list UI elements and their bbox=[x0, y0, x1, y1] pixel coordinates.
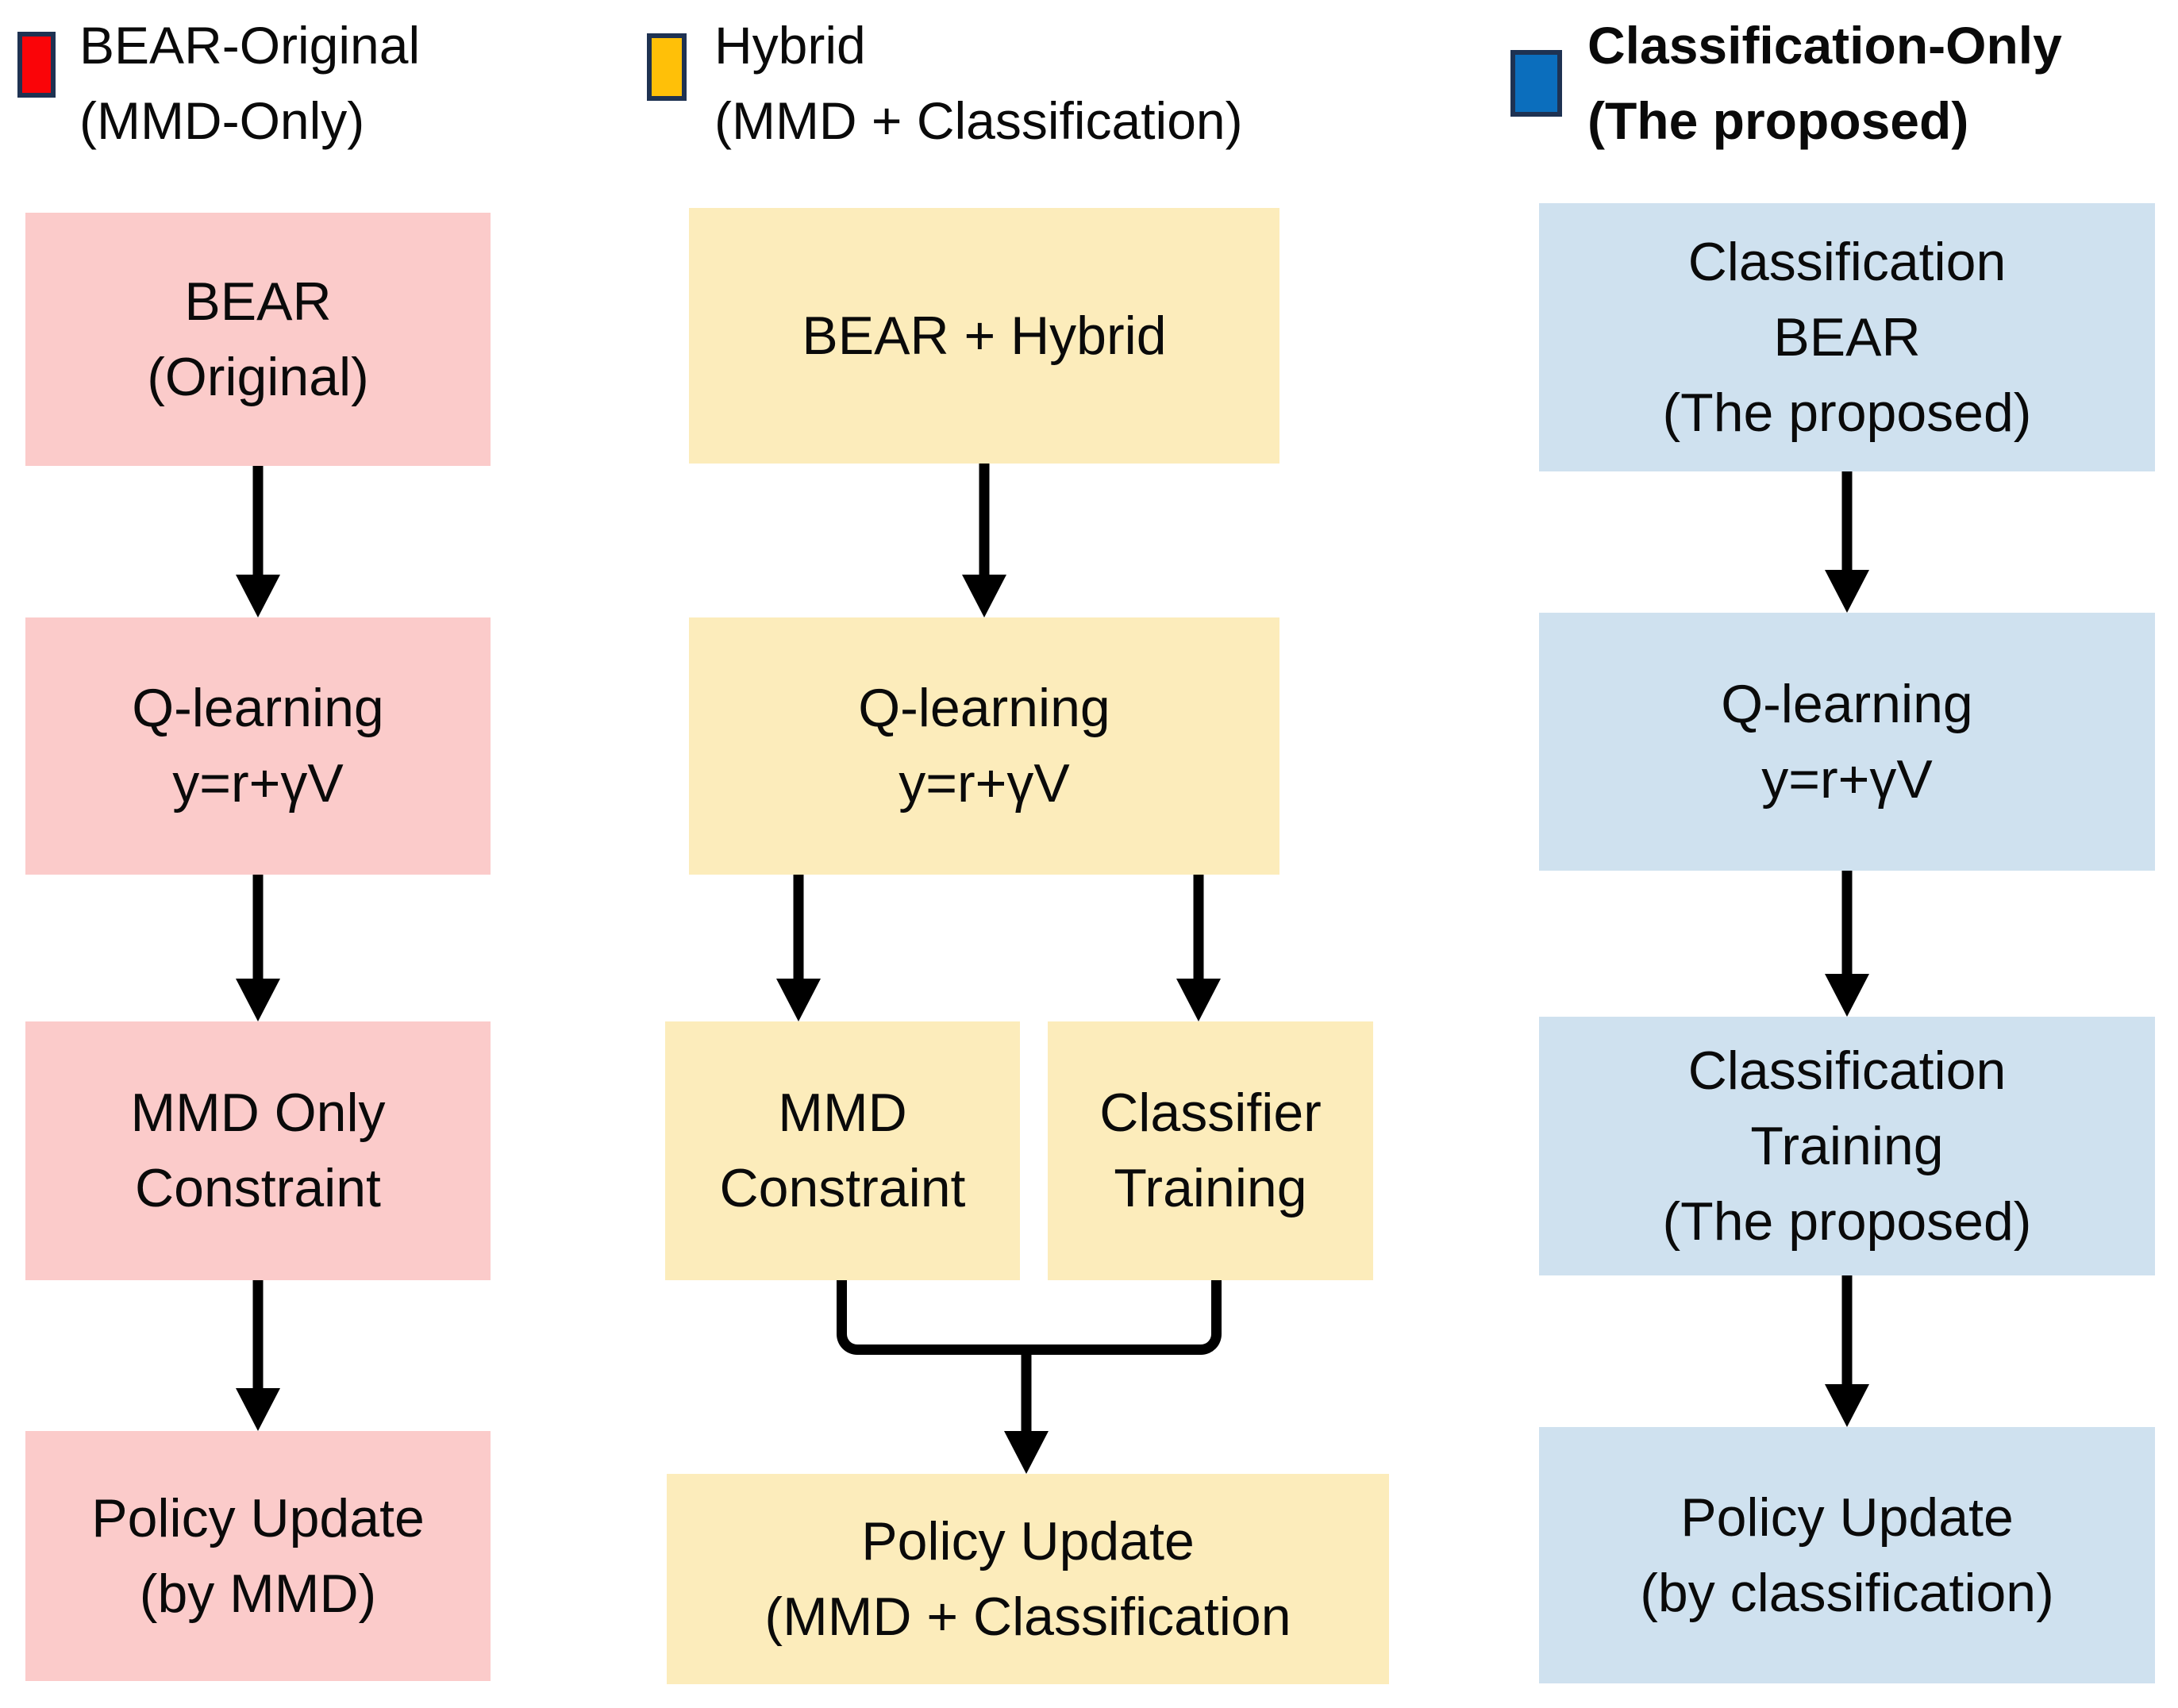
arrow-head bbox=[1004, 1431, 1049, 1474]
arrow-head bbox=[236, 1388, 280, 1431]
legend-line: (MMD-Only) bbox=[79, 91, 365, 150]
arrow-head bbox=[1825, 570, 1869, 613]
box-text-line: (by MMD) bbox=[139, 1563, 377, 1624]
box-text-line: Policy Update bbox=[91, 1487, 425, 1548]
legend-swatch-gold bbox=[647, 33, 687, 101]
box-text-line: MMD bbox=[778, 1083, 907, 1143]
arrow-head bbox=[236, 979, 280, 1021]
box-policy-update-by-classification: Policy Update (by classification) bbox=[1539, 1427, 2155, 1683]
arrow-down-icon bbox=[1176, 875, 1221, 1021]
arrow-stem bbox=[1021, 1349, 1032, 1434]
box-text-line: Classifier bbox=[1099, 1083, 1322, 1143]
arrow-down-icon bbox=[962, 464, 1006, 617]
box-text-line: Q-learning bbox=[132, 678, 384, 738]
box-text-line: BEAR + Hybrid bbox=[802, 305, 1167, 366]
box-text-line: BEAR bbox=[1773, 306, 1921, 367]
arrow-head bbox=[1825, 974, 1869, 1017]
arrow-stem bbox=[1841, 471, 1853, 573]
arrow-down-icon bbox=[236, 875, 280, 1021]
legend-label-bear-original: BEAR-Original (MMD-Only) bbox=[79, 8, 420, 159]
box-bear-plus-hybrid: BEAR + Hybrid bbox=[689, 208, 1279, 464]
merge-connector bbox=[837, 1280, 1222, 1355]
arrow-head bbox=[962, 575, 1006, 617]
arrow-down-icon bbox=[1825, 471, 1869, 613]
arrow-down-icon bbox=[236, 466, 280, 617]
legend-label-classification-only: Classification-Only (The proposed) bbox=[1587, 8, 2062, 159]
arrow-stem bbox=[1841, 871, 1853, 977]
box-text-line: (Original) bbox=[147, 346, 369, 407]
arrow-head bbox=[1825, 1384, 1869, 1427]
arrow-head bbox=[776, 979, 821, 1021]
box-text-line: BEAR bbox=[184, 271, 332, 332]
box-text-line: MMD Only bbox=[130, 1083, 386, 1143]
box-text-line: Training bbox=[1750, 1115, 1944, 1176]
arrow-head bbox=[236, 575, 280, 617]
arrow-stem bbox=[793, 875, 804, 982]
legend-line: BEAR-Original bbox=[79, 16, 421, 75]
box-policy-update-hybrid: Policy Update (MMD + Classification bbox=[667, 1474, 1389, 1684]
box-bear-original: BEAR (Original) bbox=[25, 213, 491, 466]
arrow-stem bbox=[1841, 1275, 1853, 1387]
arrow-stem bbox=[252, 466, 264, 578]
box-q-learning-original: Q-learning y=r+γV bbox=[25, 617, 491, 875]
box-text-line: Policy Update bbox=[861, 1510, 1195, 1571]
arrow-stem bbox=[1193, 875, 1204, 982]
box-text-line: y=r+γV bbox=[1761, 748, 1933, 810]
box-text-line: Training bbox=[1114, 1158, 1307, 1218]
arrow-down-icon bbox=[1825, 871, 1869, 1017]
box-text-line: Constraint bbox=[719, 1158, 966, 1218]
box-text-line: Policy Update bbox=[1680, 1487, 2014, 1548]
legend-line: (The proposed) bbox=[1587, 91, 1969, 150]
arrow-down-icon bbox=[1825, 1275, 1869, 1427]
box-policy-update-by-mmd: Policy Update (by MMD) bbox=[25, 1431, 491, 1681]
arrow-stem bbox=[252, 1280, 264, 1391]
legend-swatch-red bbox=[17, 32, 56, 98]
arrow-stem bbox=[252, 875, 264, 982]
box-classification-bear: Classification BEAR (The proposed) bbox=[1539, 203, 2155, 471]
box-text-line: (by classification) bbox=[1640, 1562, 2054, 1623]
box-mmd-constraint: MMD Constraint bbox=[665, 1021, 1020, 1280]
box-q-learning-classification: Q-learning y=r+γV bbox=[1539, 613, 2155, 871]
box-text-line: (The proposed) bbox=[1662, 1191, 2032, 1252]
arrow-stem bbox=[979, 464, 990, 578]
arrow-down-icon bbox=[1004, 1349, 1049, 1474]
box-mmd-only-constraint: MMD Only Constraint bbox=[25, 1021, 491, 1280]
arrow-down-icon bbox=[776, 875, 821, 1021]
box-classifier-training: Classifier Training bbox=[1048, 1021, 1373, 1280]
legend-swatch-blue bbox=[1510, 50, 1562, 117]
box-text-line: (The proposed) bbox=[1662, 382, 2032, 443]
arrow-head bbox=[1176, 979, 1221, 1021]
box-text-line: Q-learning bbox=[1721, 673, 1973, 734]
legend-line: Classification-Only bbox=[1587, 16, 2062, 75]
legend-line: (MMD + Classification) bbox=[714, 91, 1243, 150]
box-text-line: Constraint bbox=[135, 1158, 381, 1218]
legend-label-hybrid: Hybrid (MMD + Classification) bbox=[714, 8, 1243, 159]
box-text-line: (MMD + Classification bbox=[764, 1586, 1291, 1647]
legend-line: Hybrid bbox=[714, 16, 866, 75]
arrow-down-icon bbox=[236, 1280, 280, 1431]
box-text-line: Classification bbox=[1687, 231, 2007, 292]
box-text-line: y=r+γV bbox=[172, 753, 344, 814]
box-q-learning-hybrid: Q-learning y=r+γV bbox=[689, 617, 1279, 875]
box-classification-training: Classification Training (The proposed) bbox=[1539, 1017, 2155, 1275]
box-text-line: Classification bbox=[1687, 1040, 2007, 1101]
box-text-line: y=r+γV bbox=[899, 753, 1070, 814]
box-text-line: Q-learning bbox=[858, 678, 1110, 738]
